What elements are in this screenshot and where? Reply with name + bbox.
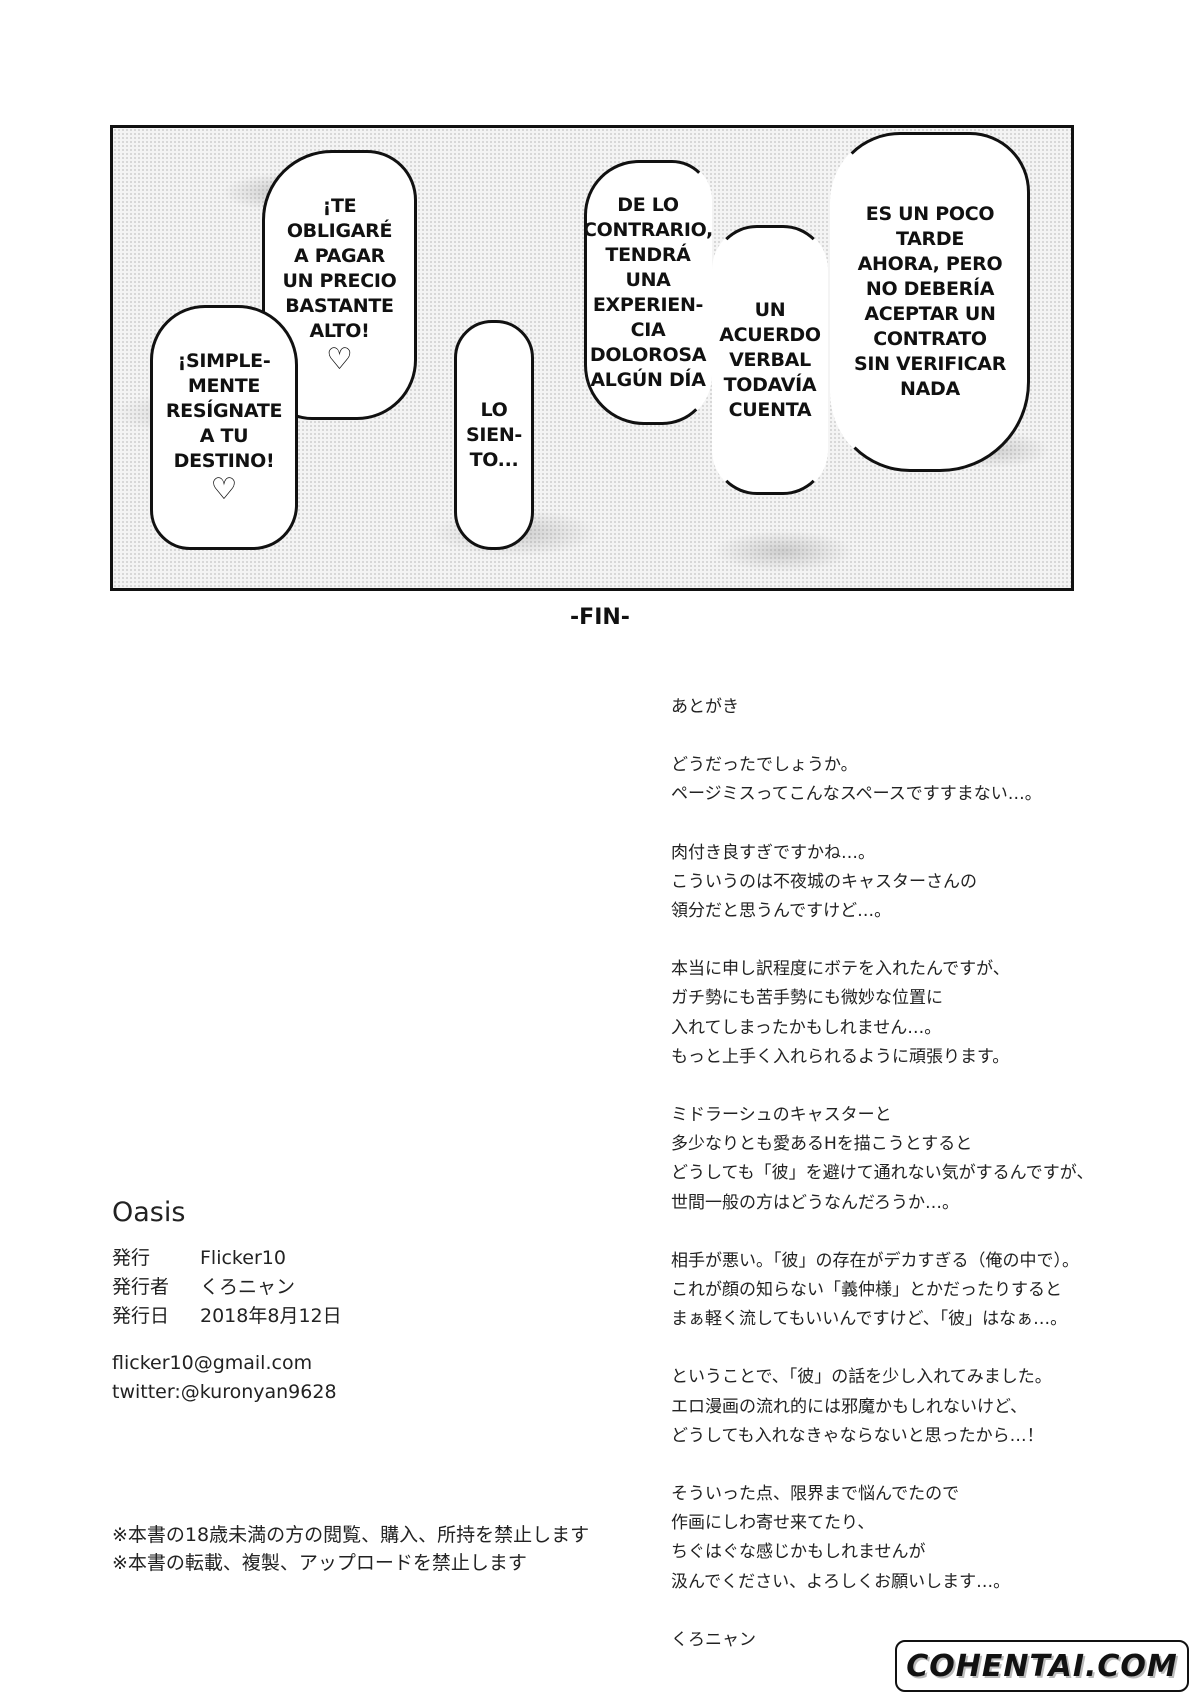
fin-label: -FIN-	[570, 605, 630, 630]
colophon-value: くろニャン	[200, 1276, 296, 1298]
colophon-row: 発行日 2018年8月12日	[112, 1302, 672, 1331]
bubble-text-6: ES UN POCO TARDE AHORA, PERO NO DEBERÍA …	[853, 203, 1007, 400]
colophon-value: Flicker10	[200, 1247, 286, 1269]
speech-bubble-3: LO SIEN- TO...	[454, 320, 534, 550]
bubble-text-3: LO SIEN- TO...	[465, 398, 523, 471]
legal-note: ※本書の転載、複製、アップロードを禁止します	[112, 1552, 527, 1574]
colophon-label: 発行日	[112, 1305, 170, 1327]
afterword-paragraph: そういった点、限界まで悩んでたので 作画にしわ寄せ来てたり、 ちぐはぐな感じかも…	[671, 1484, 1011, 1592]
book-title: Oasis	[112, 1197, 186, 1228]
bubble-text-5: UN ACUERDO VERBAL TODAVÍA CUENTA	[719, 298, 821, 421]
heart-icon: ♡	[326, 342, 353, 377]
colophon-label: 発行	[112, 1247, 151, 1269]
afterword-signature: くろニャン	[671, 1629, 756, 1650]
legal-note: ※本書の18歳未満の方の閲覧、購入、所持を禁止します	[112, 1524, 590, 1546]
afterword-paragraph: ということで、「彼」の話を少し入れてみました。 エロ漫画の流れ的には邪魔かもしれ…	[671, 1367, 1052, 1446]
speech-bubble-5: UN ACUERDO VERBAL TODAVÍA CUENTA	[712, 225, 828, 495]
afterword-heading: あとがき	[671, 697, 739, 717]
colophon-label: 発行者	[112, 1276, 170, 1298]
afterword: あとがき どうだったでしょうか。 ページミスってこんなスペースですすまない…。 …	[671, 693, 1171, 1684]
colophon-value: 2018年8月12日	[200, 1305, 342, 1327]
twitter-handle: twitter:@kuronyan9628	[112, 1381, 337, 1403]
speech-bubble-6: ES UN POCO TARDE AHORA, PERO NO DEBERÍA …	[830, 132, 1030, 472]
bubble-text-2: ¡SIMPLE- MENTE RESÍGNATE A TU DESTINO!	[165, 350, 283, 472]
legal-notes: ※本書の18歳未満の方の閲覧、購入、所持を禁止します ※本書の転載、複製、アップ…	[112, 1521, 672, 1577]
email-text: flicker10@gmail.com	[112, 1352, 313, 1374]
speech-bubble-4: DE LO CONTRARIO, TENDRÁ UNA EXPERIEN- CI…	[583, 160, 713, 425]
bubble-text-1: ¡TE OBLIGARÉ A PAGAR UN PRECIO BASTANTE …	[282, 195, 397, 342]
colophon-row: 発行 Flicker10	[112, 1244, 672, 1273]
bubble-text-4: DE LO CONTRARIO, TENDRÁ UNA EXPERIEN- CI…	[583, 193, 713, 391]
afterword-paragraph: ミドラーシュのキャスターと 多少なりとも愛あるHを描こうとすると どうしても「彼…	[671, 1105, 1094, 1213]
speech-bubble-2: ¡SIMPLE- MENTE RESÍGNATE A TU DESTINO! ♡	[150, 305, 298, 550]
afterword-paragraph: 相手が悪い。「彼」の存在がデカすぎる（俺の中で）。 これが顔の知らない「義仲様」…	[671, 1250, 1079, 1330]
colophon-row: 発行者 くろニャン	[112, 1273, 672, 1302]
afterword-paragraph: どうだったでしょうか。 ページミスってこんなスペースですすまない…。	[671, 755, 1042, 805]
speech-bubble-1: ¡TE OBLIGARÉ A PAGAR UN PRECIO BASTANTE …	[262, 150, 417, 420]
contact-info: flicker10@gmail.com twitter:@kuronyan962…	[112, 1349, 672, 1407]
afterword-paragraph: 本当に申し訳程度にボテを入れたんですが、 ガチ勢にも苦手勢にも微妙な位置に 入れ…	[671, 959, 1010, 1067]
afterword-paragraph: 肉付き良すぎですかね…。 こういうのは不夜城のキャスターさんの 領分だと思うんで…	[671, 842, 977, 922]
site-watermark: COHENTAI.COM	[895, 1640, 1189, 1692]
colophon: Oasis 発行 Flicker10 発行者 くろニャン 発行日 2018年8月…	[112, 1197, 672, 1407]
heart-icon: ♡	[210, 472, 238, 507]
